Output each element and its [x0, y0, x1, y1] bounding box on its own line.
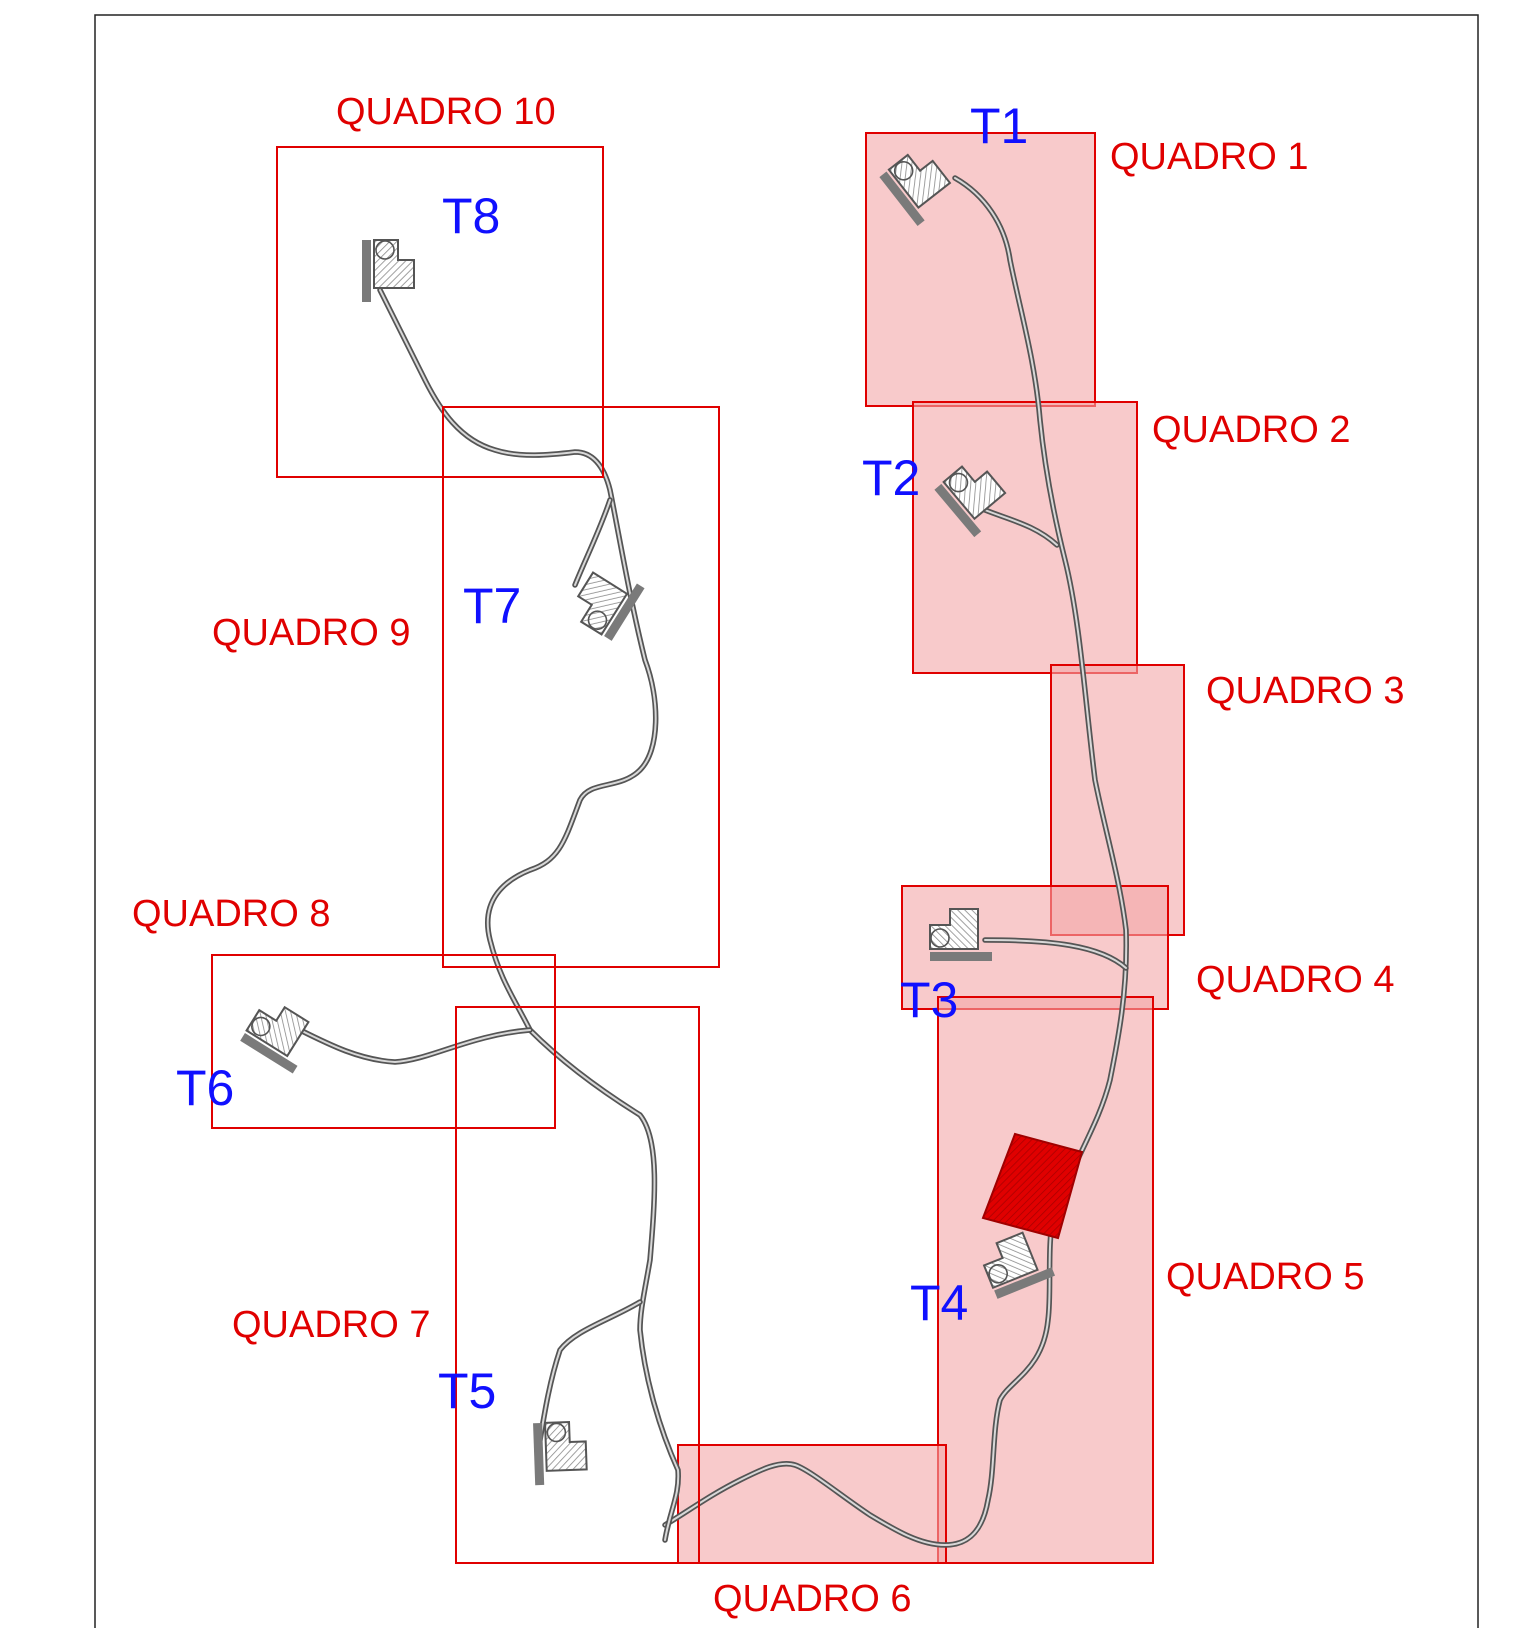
turbine-label-t4: T4: [910, 1275, 968, 1331]
quadro-7-frame: [455, 1006, 700, 1564]
quadro-2-frame: [912, 401, 1138, 674]
quadro-5-frame: [937, 996, 1154, 1564]
quadro-5-label: QUADRO 5: [1166, 1256, 1364, 1298]
turbine-pad-t8: [361, 239, 415, 303]
quadro-6-frame: [677, 1444, 947, 1564]
quadro-8-frame: [211, 954, 556, 1129]
turbine-label-t3: T3: [900, 972, 958, 1028]
drawing-frame: [94, 14, 1479, 1628]
quadro-2-label: QUADRO 2: [1152, 409, 1350, 451]
quadro-6-label: QUADRO 6: [713, 1578, 911, 1620]
turbine-label-t5: T5: [438, 1363, 496, 1419]
quadro-3-label: QUADRO 3: [1206, 670, 1404, 712]
turbine-pad-t5: [532, 1420, 589, 1487]
turbine-label-t1: T1: [970, 98, 1028, 154]
turbine-label-t2: T2: [862, 450, 920, 506]
substation-area: [981, 1132, 1084, 1240]
quadro-8-label: QUADRO 8: [132, 893, 330, 935]
quadro-10-label: QUADRO 10: [336, 91, 556, 133]
quadro-7-label: QUADRO 7: [232, 1304, 430, 1346]
quadro-10-frame: [276, 146, 604, 478]
quadro-9-frame: [442, 406, 720, 968]
turbine-label-t7: T7: [463, 578, 521, 634]
quadro-1-label: QUADRO 1: [1110, 136, 1308, 178]
quadro-4-label: QUADRO 4: [1196, 959, 1394, 1001]
quadro-9-label: QUADRO 9: [212, 612, 410, 654]
turbine-label-t8: T8: [442, 188, 500, 244]
turbine-label-t6: T6: [176, 1060, 234, 1116]
road-t5-spur: [537, 1299, 643, 1443]
